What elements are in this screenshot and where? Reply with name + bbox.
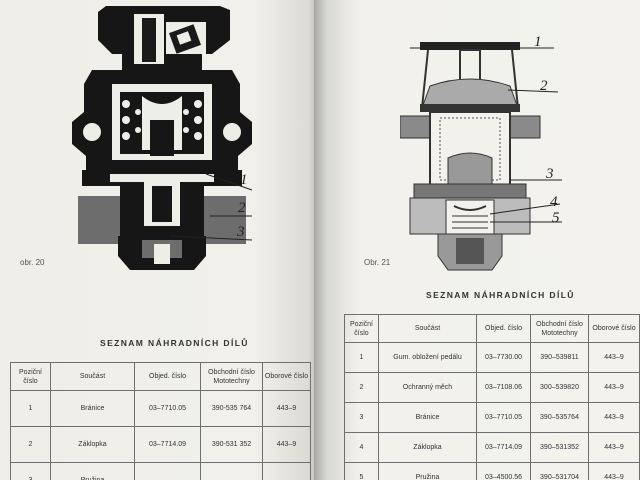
cell-order: 03–7710.05 xyxy=(476,402,531,433)
cell-branch: 443–9 xyxy=(588,462,640,480)
cell-part: Gum. obložení pedálu xyxy=(378,342,477,373)
valve-cross-section-drawing-left xyxy=(72,6,252,270)
callout-5: 5 xyxy=(552,210,560,226)
cell-part: Bránice xyxy=(50,390,135,427)
table-row: 3 Pružina xyxy=(10,462,311,480)
cell-branch xyxy=(262,462,311,480)
cell-trade: 390-531 352 xyxy=(200,426,263,463)
table-row: 5 Pružina 03–4500.56 390–531704 443–9 xyxy=(344,462,640,480)
col-order-header: Objed. číslo xyxy=(134,362,201,391)
col-part-header: Součást xyxy=(378,314,477,343)
figure-label: Obr. 21 xyxy=(364,258,391,267)
cell-position: 4 xyxy=(344,432,379,463)
col-position-header: Poziční číslo xyxy=(10,362,51,391)
cell-part: Pružina xyxy=(50,462,135,480)
cell-position: 5 xyxy=(344,462,379,480)
callout-3: 3 xyxy=(546,166,554,182)
cell-order: 03–7710.05 xyxy=(134,390,201,427)
cell-position: 1 xyxy=(344,342,379,373)
cell-part: Záklopka xyxy=(378,432,477,463)
cell-branch: 443–9 xyxy=(588,342,640,373)
callout-2: 2 xyxy=(540,78,548,94)
cell-part: Ochranný měch xyxy=(378,372,477,403)
cell-trade: 300–539820 xyxy=(530,372,589,403)
cell-part: Záklopka xyxy=(50,426,135,463)
cell-trade xyxy=(200,462,263,480)
cell-position: 3 xyxy=(10,462,51,480)
cell-branch: 443–9 xyxy=(262,426,311,463)
callout-2: 2 xyxy=(238,200,246,216)
cell-position: 2 xyxy=(344,372,379,403)
table-header-row: Poziční číslo Součást Objed. číslo Obcho… xyxy=(10,362,311,391)
table-row: 4 Záklopka 03–7714.09 390–531352 443–9 xyxy=(344,432,640,463)
cell-branch: 443–9 xyxy=(262,390,311,427)
col-branch-header: Oborové číslo xyxy=(262,362,311,391)
cell-order: 03–7108.06 xyxy=(476,372,531,403)
col-trade-header: Obchodní číslo Mototechny xyxy=(200,362,263,391)
callout-1: 1 xyxy=(534,34,542,50)
col-position-header: Poziční číslo xyxy=(344,314,379,343)
cell-trade: 390–531704 xyxy=(530,462,589,480)
callout-1: 1 xyxy=(240,172,248,188)
table-row: 2 Ochranný měch 03–7108.06 300–539820 44… xyxy=(344,372,640,403)
callout-leader-lines xyxy=(169,173,253,241)
cell-order: 03–7730.00 xyxy=(476,342,531,373)
cell-order: 03–4500.56 xyxy=(476,462,531,480)
col-part-header: Součást xyxy=(50,362,135,391)
cell-position: 1 xyxy=(10,390,51,427)
cell-trade: 390–535764 xyxy=(530,402,589,433)
table-row: 1 Gum. obložení pedálu 03–7730.00 390–53… xyxy=(344,342,640,373)
section-heading: SEZNAM NÁHRADNÍCH DÍLŮ xyxy=(100,338,249,348)
table-header-row: Poziční číslo Součást Objed. číslo Obcho… xyxy=(344,314,640,343)
cell-branch: 443–9 xyxy=(588,372,640,403)
cell-part: Bránice xyxy=(378,402,477,433)
cell-position: 2 xyxy=(10,426,51,463)
parts-table-right: Poziční číslo Součást Objed. číslo Obcho… xyxy=(344,314,640,480)
cell-part: Pružina xyxy=(378,462,477,480)
section-heading: SEZNAM NÁHRADNÍCH DÍLŮ xyxy=(426,290,575,300)
table-row: 1 Bránice 03–7710.05 390-535 764 443–9 xyxy=(10,390,311,427)
cell-branch: 443–9 xyxy=(588,432,640,463)
table-row: 2 Záklopka 03–7714.09 390-531 352 443–9 xyxy=(10,426,311,463)
col-branch-header: Oborové číslo xyxy=(588,314,640,343)
parts-table: Poziční číslo Součást Objed. číslo Obcho… xyxy=(10,362,311,480)
table-row: 3 Bránice 03–7710.05 390–535764 443–9 xyxy=(344,402,640,433)
cell-position: 3 xyxy=(344,402,379,433)
cell-order: 03–7714.09 xyxy=(134,426,201,463)
col-trade-header: Obchodní číslo Mototechny xyxy=(530,314,589,343)
cell-order xyxy=(134,462,201,480)
figure-label: obr. 20 xyxy=(20,258,45,267)
callout-4: 4 xyxy=(550,194,558,210)
cell-order: 03–7714.09 xyxy=(476,432,531,463)
callout-3: 3 xyxy=(237,224,245,240)
cell-trade: 390–531352 xyxy=(530,432,589,463)
cell-trade: 390-535 764 xyxy=(200,390,263,427)
callout-leader-lines xyxy=(410,47,562,223)
left-page: 1 2 3 obr. 20 SEZNAM NÁHRADNÍCH DÍLŮ Poz… xyxy=(0,0,318,480)
cell-branch: 443–9 xyxy=(588,402,640,433)
valve-cross-section-drawing-right xyxy=(400,42,541,271)
col-order-header: Objed. číslo xyxy=(476,314,531,343)
cell-trade: 390–539811 xyxy=(530,342,589,373)
